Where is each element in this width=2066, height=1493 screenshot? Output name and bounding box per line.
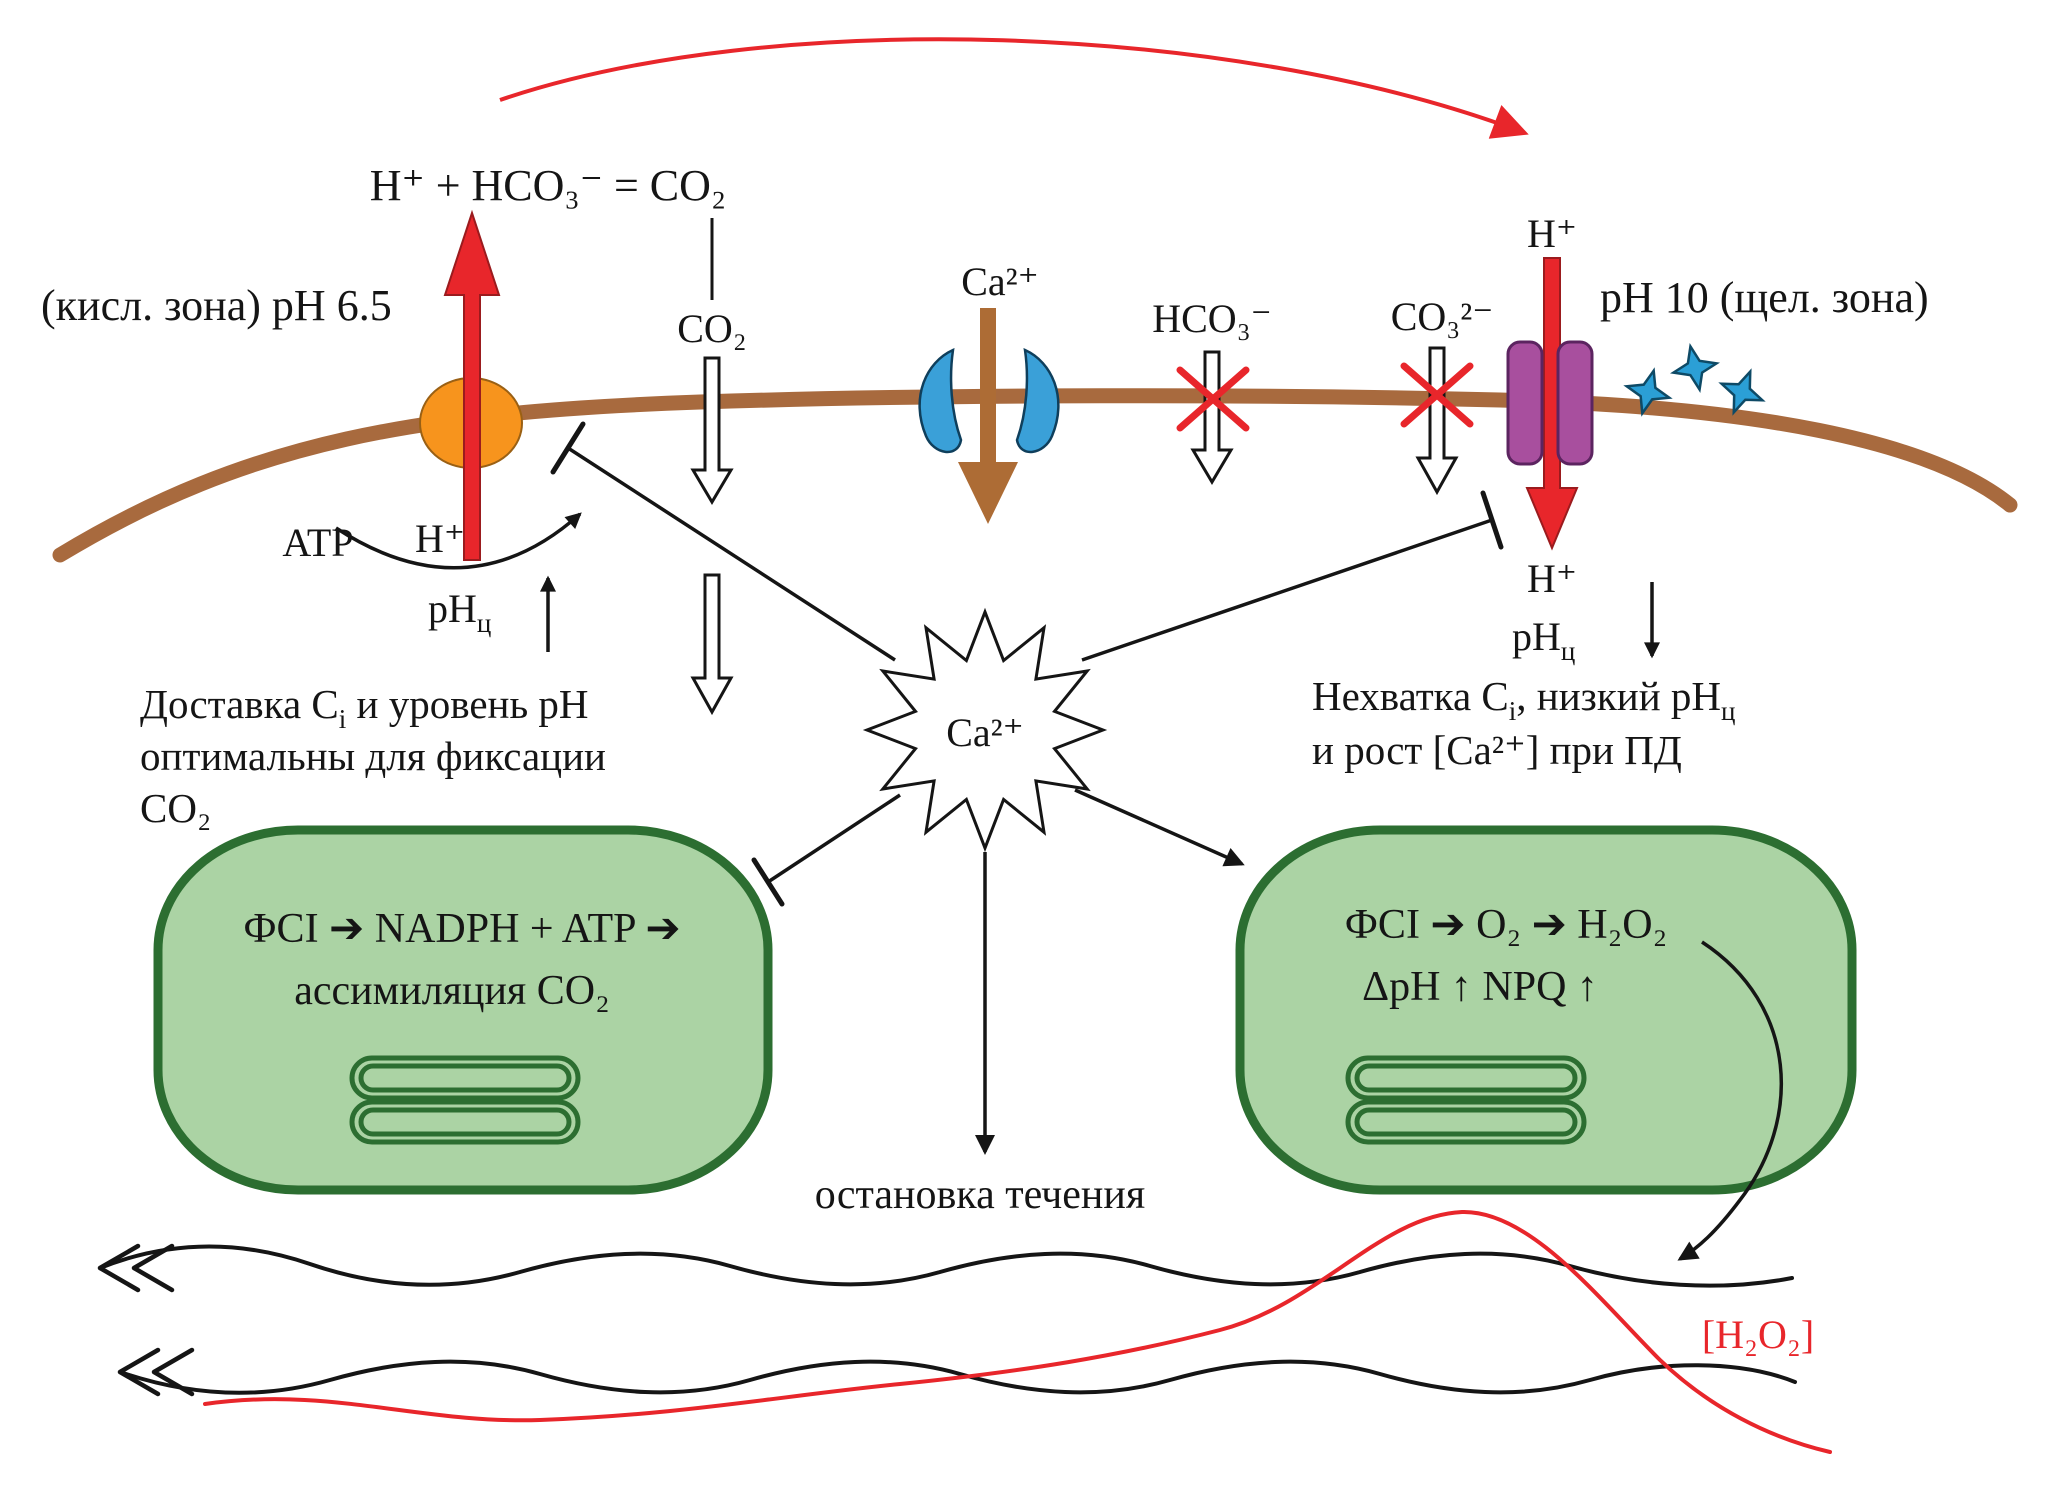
- co2-influx-arrow-lower: [690, 573, 734, 716]
- ph-cyt-right-label: pHц: [1512, 614, 1575, 666]
- note-text: , низкий pH: [1516, 673, 1721, 719]
- note-text: Нехватка C: [1312, 673, 1509, 719]
- ph-cyt-left-label: pHц: [428, 586, 491, 638]
- right-note: Нехватка Ci, низкий pHц и рост [Ca²⁺] пр…: [1312, 673, 1735, 773]
- acid-zone-label: (кисл. зона) pH 6.5: [41, 281, 392, 330]
- calcium-burst-label: Ca²⁺: [946, 710, 1024, 755]
- inhibit-line-chloroplast-left: [767, 793, 901, 884]
- note-text: Доставка C: [140, 681, 339, 727]
- chloroplast-left-caption-2: ассимиляция CO₂: [294, 968, 610, 1014]
- right-note-line2: и рост [Ca²⁺] при ПД: [1312, 727, 1682, 773]
- stream-arrowheads-1: [97, 1243, 175, 1293]
- stream-wave-1: [98, 1244, 1794, 1288]
- co3-blocked-x: [1400, 362, 1474, 428]
- calcium-channel-right: [1015, 347, 1060, 454]
- chloroplast-right: ФСI ➔ O₂ ➔ H₂O₂ ΔpH ↑ NPQ ↑: [1235, 825, 1857, 1195]
- sparkle-stars: [1623, 342, 1766, 417]
- h2o2-wave-label: [H₂O₂]: [1702, 1312, 1814, 1357]
- h-plus-pump-label: H⁺: [415, 516, 465, 561]
- chloroplast-right-caption-1: ФСI ➔ O₂ ➔ H₂O₂: [1345, 902, 1668, 948]
- cell-membrane: [52, 388, 2018, 563]
- proton-channel-down-arrow: [1525, 257, 1579, 551]
- note-sub: i: [339, 704, 347, 734]
- ph-sub-text: ц: [477, 608, 491, 638]
- atp-cycle-arrow: [335, 512, 582, 570]
- calcium-burst: [862, 607, 1108, 853]
- h-plus-top-label: H⁺: [1527, 211, 1577, 256]
- left-note-line3: CO₂: [140, 785, 211, 831]
- thylakoid-stack-left: [349, 1055, 581, 1145]
- left-note-line2: оптимальны для фиксации: [140, 733, 606, 779]
- ph-text: pH: [428, 586, 477, 631]
- thylakoid-stack-right: [1345, 1055, 1587, 1145]
- proton-channel-subunit-left: [1506, 340, 1544, 466]
- alkaline-zone-label: pH 10 (щел. зона): [1600, 273, 1929, 322]
- inhibit-bar-pump: [550, 421, 586, 475]
- right-note-line1: Нехватка Ci, низкий pHц: [1312, 673, 1735, 726]
- proton-pump-up-arrow: [443, 209, 501, 561]
- co3-arrow: [1415, 346, 1459, 496]
- calcium-label: Ca²⁺: [961, 259, 1039, 304]
- h-plus-bottom-label: H⁺: [1527, 556, 1577, 601]
- h2o2-release-arrow: [1677, 940, 1784, 1261]
- activate-line-chloroplast-right: [1074, 788, 1245, 867]
- hco3-blocked-x: [1176, 366, 1250, 432]
- inhibit-line-pump: [567, 446, 896, 662]
- hco3-label: HCO₃⁻: [1152, 296, 1272, 341]
- note-sub: ц: [1721, 696, 1735, 726]
- chloroplast-right-caption-2: ΔpH ↑ NPQ ↑: [1362, 964, 1598, 1010]
- stream-arrowheads-2: [117, 1347, 195, 1397]
- calcium-influx-arrow: [958, 308, 1018, 524]
- atp-label: ATP: [282, 520, 353, 565]
- co2-label: CO₂: [677, 306, 747, 351]
- reaction-formula-label: H⁺ + HCO₃⁻ = CO₂: [370, 161, 727, 210]
- h2o2-wave-line: [203, 1209, 1832, 1454]
- calcium-channel-left: [918, 347, 963, 454]
- stream-wave-2: [118, 1359, 1797, 1395]
- ph-sub-text: ц: [1561, 636, 1575, 666]
- co3-label: CO₃²⁻: [1391, 294, 1494, 339]
- chloroplast-left: ФСI ➔ NADPH + ATP ➔ ассимиляция CO₂: [153, 825, 773, 1195]
- chloroplast-left-caption-1: ФСI ➔ NADPH + ATP ➔: [243, 906, 680, 952]
- hco3-arrow: [1190, 350, 1234, 485]
- note-text: и уровень pH: [346, 681, 588, 727]
- left-note-line1: Доставка Ci и уровень pH: [140, 681, 589, 734]
- left-note: Доставка Ci и уровень pH оптимальны для …: [140, 681, 606, 831]
- inhibit-bar-channel: [1480, 490, 1504, 550]
- red-feedback-arc: [499, 37, 1529, 139]
- inhibit-line-channel: [1081, 518, 1493, 662]
- note-sub: i: [1509, 696, 1517, 726]
- proton-channel-subunit-right: [1556, 340, 1594, 466]
- ph-text: pH: [1512, 614, 1561, 659]
- co2-influx-arrow-upper: [690, 356, 734, 505]
- inhibit-bar-chloroplast-left: [751, 857, 785, 907]
- stop-flow-label: остановка течения: [815, 1172, 1145, 1218]
